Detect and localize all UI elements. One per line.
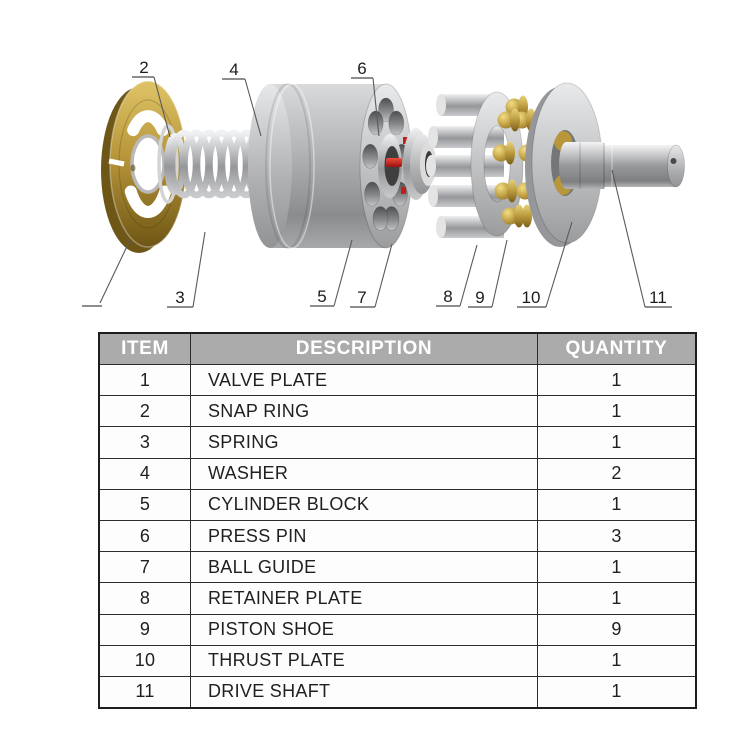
callout-11: 11: [611, 169, 672, 308]
cell-description: PISTON SHOE: [190, 613, 538, 646]
ball-guide: [403, 128, 436, 200]
cell-quantity: 2: [537, 457, 697, 490]
cell-item: 9: [98, 613, 191, 646]
callout-7: 7: [350, 243, 393, 308]
cell-item: 1: [98, 363, 191, 397]
callout-2: 2: [132, 58, 171, 138]
svg-text:6: 6: [357, 59, 366, 78]
callout-10: 10: [517, 221, 573, 308]
cell-item: 7: [98, 551, 191, 584]
callout-4: 4: [222, 60, 262, 137]
cell-item: 8: [98, 582, 191, 615]
snap-ring: [157, 124, 179, 204]
svg-text:7: 7: [357, 288, 366, 307]
cell-quantity: 9: [537, 613, 697, 646]
cell-item: 6: [98, 519, 191, 553]
svg-text:10: 10: [522, 288, 541, 307]
table-row: 9 PISTON SHOE 9: [98, 613, 697, 646]
callouts: 2 4 6 3 5: [82, 58, 672, 308]
cell-item: 5: [98, 488, 191, 521]
svg-text:3: 3: [175, 288, 184, 307]
cell-quantity: 1: [537, 551, 697, 584]
drive-shaft: [559, 142, 685, 189]
table-row: 7 BALL GUIDE 1: [98, 551, 697, 584]
cell-item: 2: [98, 395, 191, 428]
svg-text:11: 11: [649, 288, 667, 307]
cell-item: 11: [98, 675, 191, 709]
press-pin: [386, 137, 408, 194]
table-row: 4 WASHER 2: [98, 457, 697, 490]
col-header-description: DESCRIPTION: [190, 332, 538, 365]
spring: [168, 129, 275, 199]
cell-description: SNAP RING: [190, 395, 538, 428]
svg-text:4: 4: [229, 60, 238, 79]
col-header-item: ITEM: [98, 332, 191, 365]
table-row: 2 SNAP RING 1: [98, 395, 697, 428]
cell-description: DRIVE SHAFT: [190, 675, 538, 709]
table-row: 8 RETAINER PLATE 1: [98, 582, 697, 615]
callout-6: 6: [351, 59, 380, 137]
callout-5: 5: [310, 239, 353, 307]
table-row: 10 THRUST PLATE 1: [98, 644, 697, 677]
cell-quantity: 1: [537, 426, 697, 459]
cell-quantity: 1: [537, 488, 697, 521]
parts-table: ITEM DESCRIPTION QUANTITY 1 VALVE PLATE …: [98, 332, 697, 710]
table-row: 3 SPRING 1: [98, 426, 697, 459]
svg-text:5: 5: [317, 287, 326, 306]
table-row: 6 PRESS PIN 3: [98, 519, 697, 553]
callout-8: 8: [436, 244, 478, 307]
cell-description: CYLINDER BLOCK: [190, 488, 538, 521]
cell-quantity: 1: [537, 644, 697, 677]
cell-quantity: 1: [537, 675, 697, 709]
cell-item: 4: [98, 457, 191, 490]
cell-description: SPRING: [190, 426, 538, 459]
cell-description: THRUST PLATE: [190, 644, 538, 677]
parts-table-header: ITEM DESCRIPTION QUANTITY: [98, 332, 697, 365]
cell-description: BALL GUIDE: [190, 551, 538, 584]
col-header-quantity: QUANTITY: [537, 332, 697, 365]
svg-text:9: 9: [475, 288, 484, 307]
callout-9: 9: [468, 239, 508, 308]
table-row: 11 DRIVE SHAFT 1: [98, 675, 697, 709]
svg-text:2: 2: [139, 58, 148, 77]
cell-quantity: 1: [537, 582, 697, 615]
cell-description: WASHER: [190, 457, 538, 490]
callout-1: [82, 239, 131, 307]
cell-description: VALVE PLATE: [190, 363, 538, 397]
table-row: 5 CYLINDER BLOCK 1: [98, 488, 697, 521]
cell-quantity: 1: [537, 395, 697, 428]
cylinder-block: [248, 83, 413, 249]
table-row: 1 VALVE PLATE 1: [98, 363, 697, 397]
callout-3: 3: [167, 231, 206, 308]
cell-description: RETAINER PLATE: [190, 582, 538, 615]
cell-description: PRESS PIN: [190, 519, 538, 553]
cell-item: 3: [98, 426, 191, 459]
exploded-view-diagram: 2 4 6 3 5: [82, 58, 685, 308]
cell-quantity: 3: [537, 519, 697, 553]
svg-text:8: 8: [443, 287, 452, 306]
cell-item: 10: [98, 644, 191, 677]
cell-quantity: 1: [537, 363, 697, 397]
